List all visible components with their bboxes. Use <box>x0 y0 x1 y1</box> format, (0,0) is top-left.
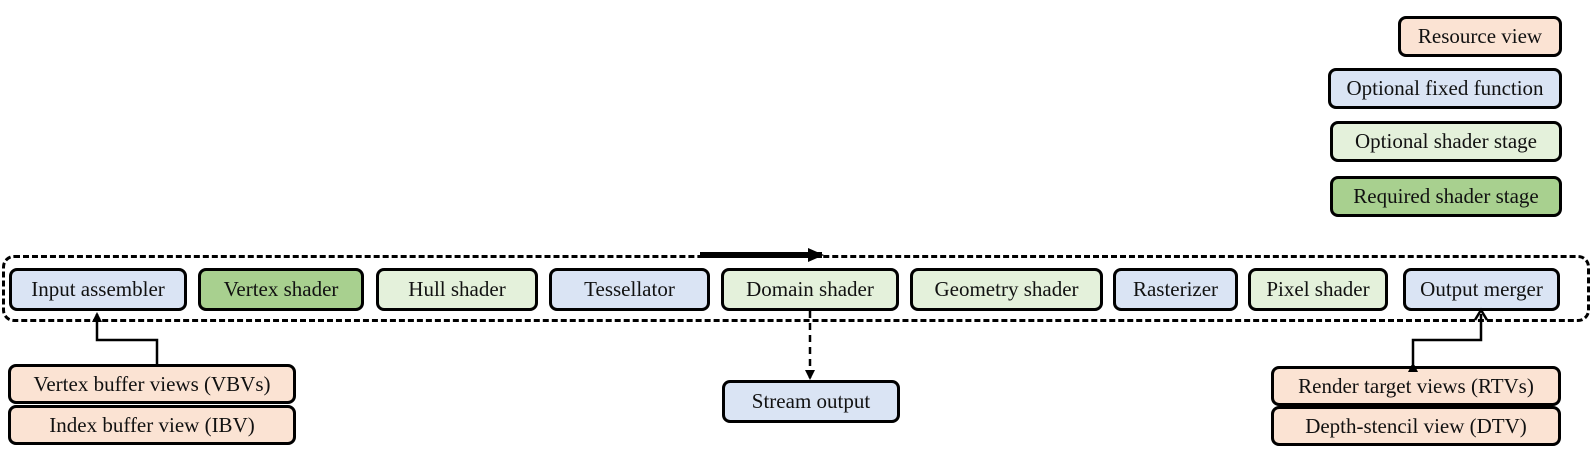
vertex-buffer-views: Vertex buffer views (VBVs) <box>8 364 296 404</box>
index-buffer-view: Index buffer view (IBV) <box>8 405 296 445</box>
depth-stencil-view: Depth-stencil view (DTV) <box>1271 406 1561 446</box>
stage-rasterizer: Rasterizer <box>1113 268 1238 311</box>
stage-domain-shader: Domain shader <box>721 268 899 311</box>
render-target-views: Render target views (RTVs) <box>1271 366 1561 406</box>
legend-optional-fixed-function: Optional fixed function <box>1328 68 1562 109</box>
stage-geometry-shader: Geometry shader <box>910 268 1103 311</box>
om-rtv-arrow <box>1413 314 1481 364</box>
stage-output-merger: Output merger <box>1403 268 1560 311</box>
legend-optional-shader-stage: Optional shader stage <box>1330 121 1562 162</box>
stage-hull-shader: Hull shader <box>376 268 538 311</box>
vbv-to-ia-arrow <box>92 312 159 364</box>
stage-tessellator: Tessellator <box>549 268 710 311</box>
stage-input-assembler: Input assembler <box>9 268 187 311</box>
legend-required-shader-stage: Required shader stage <box>1330 176 1562 217</box>
stream-output: Stream output <box>722 380 900 423</box>
legend-resource-view: Resource view <box>1398 16 1562 57</box>
stage-vertex-shader: Vertex shader <box>198 268 364 311</box>
stage-pixel-shader: Pixel shader <box>1248 268 1388 311</box>
